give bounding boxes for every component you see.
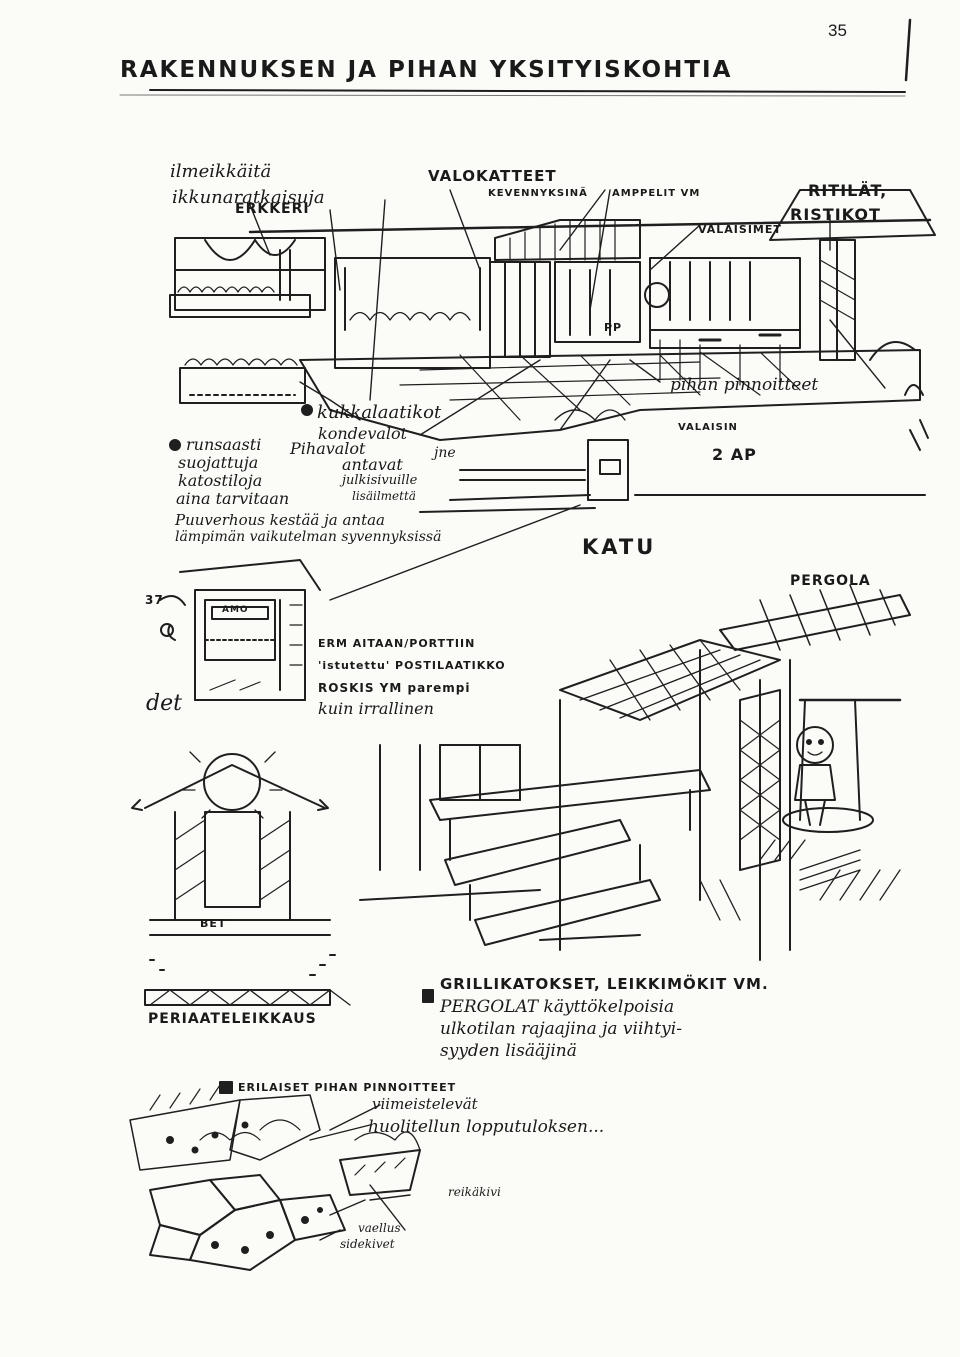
label-vaellus: vaellus [358,1221,401,1235]
label-syyden: syyden lisääjinä [440,1041,577,1061]
label-erilaiset: ERILAISET PIHAN PINNOITTEET [238,1081,457,1094]
label-aitaan: ERM AITAAN/PORTTIIN [318,637,476,650]
label-istutettu: 'istutettu' POSTILAATIKKO [318,659,506,672]
label-huolitellun: huolitellun lopputuloksen... [368,1117,605,1137]
label-katostiloja: katostiloja [178,471,263,490]
label-valaisin: VALAISIN [678,422,738,433]
label-pp: PP [604,321,623,334]
label-valaisimet: VALAISIMET [698,223,782,236]
pointer-lines-top [250,190,885,600]
label-julkisivuille: julkisivuille [342,473,418,488]
label-amo: AMO [222,605,249,615]
label-kuin-irrallinen: kuin irrallinen [318,699,434,718]
label-lisailmetta: lisäilmettä [352,489,416,503]
label-sidekivet: sidekivet [340,1237,395,1251]
label-jne: jne [434,445,456,461]
label-puuverhous: Puuverhous kestää ja antaa [175,511,385,529]
label-det: det [146,691,182,716]
page-title: RAKENNUKSEN JA PIHAN YKSITYISKOHTIA [120,57,733,83]
label-pihan-pinnoitteet: pihan pinnoitteet [670,375,819,395]
label-grillikatokset: GRILLIKATOKSET, LEIKKIMÖKIT VM. [440,975,769,993]
label-kevennyksina: KEVENNYKSINÄ [488,188,588,199]
label-aina-tarvitaan: aina tarvitaan [176,489,290,508]
label-suojattuja: suojattuja [178,453,259,472]
label-katu: KATU [582,535,657,559]
label-ristikot-text: RISTIKOT [790,205,881,224]
label-periaateleikkaus: PERIAATELEIKKAUS [148,1011,317,1027]
label-roskis: ROSKIS YM parempi [318,681,471,695]
label-2ap: 2 AP [712,445,757,464]
pergola-scene [360,585,910,960]
postbox-pillar [160,560,320,700]
label-lampiman: lämpimän vaikutelman syvennyksissä [175,529,442,545]
label-ritilat: RITILÄT, [808,181,888,200]
label-erkkeri: ERKKERI [235,201,310,217]
label-runsaasti: runsaasti [186,435,262,454]
label-valokatteet: VALOKATTEET [428,167,557,185]
label-kukkalaatikot: kukkalaatikot [317,402,442,423]
label-ulkotilan: ulkotilan rajaajina ja viihtyi- [440,1019,682,1039]
label-pihavalot: Pihavalot [290,439,366,458]
label-bet: BET [200,917,227,930]
label-pergolat: PERGOLAT käyttökelpoisia [440,997,675,1017]
label-pergola: PERGOLA [790,573,871,589]
section-detail [132,752,350,1005]
label-amppelit: AMPPELIT VM [612,188,701,199]
label-sym: 37 [145,593,164,607]
label-kondevalot: kondevalot [318,424,408,443]
label-antavat: antavat [342,455,403,474]
label-reikakivi: reikäkivi [448,1185,501,1199]
house-scene [170,190,935,512]
label-ikkunaratkaisuja: ikkunaratkaisuja [172,187,325,208]
label-viimeistelevat: viimeistelevät [372,1095,478,1113]
page-number: 35 [828,21,847,40]
label-ilmeikkaita: ilmeikkäitä [170,161,272,182]
paving-samples [130,1085,420,1270]
